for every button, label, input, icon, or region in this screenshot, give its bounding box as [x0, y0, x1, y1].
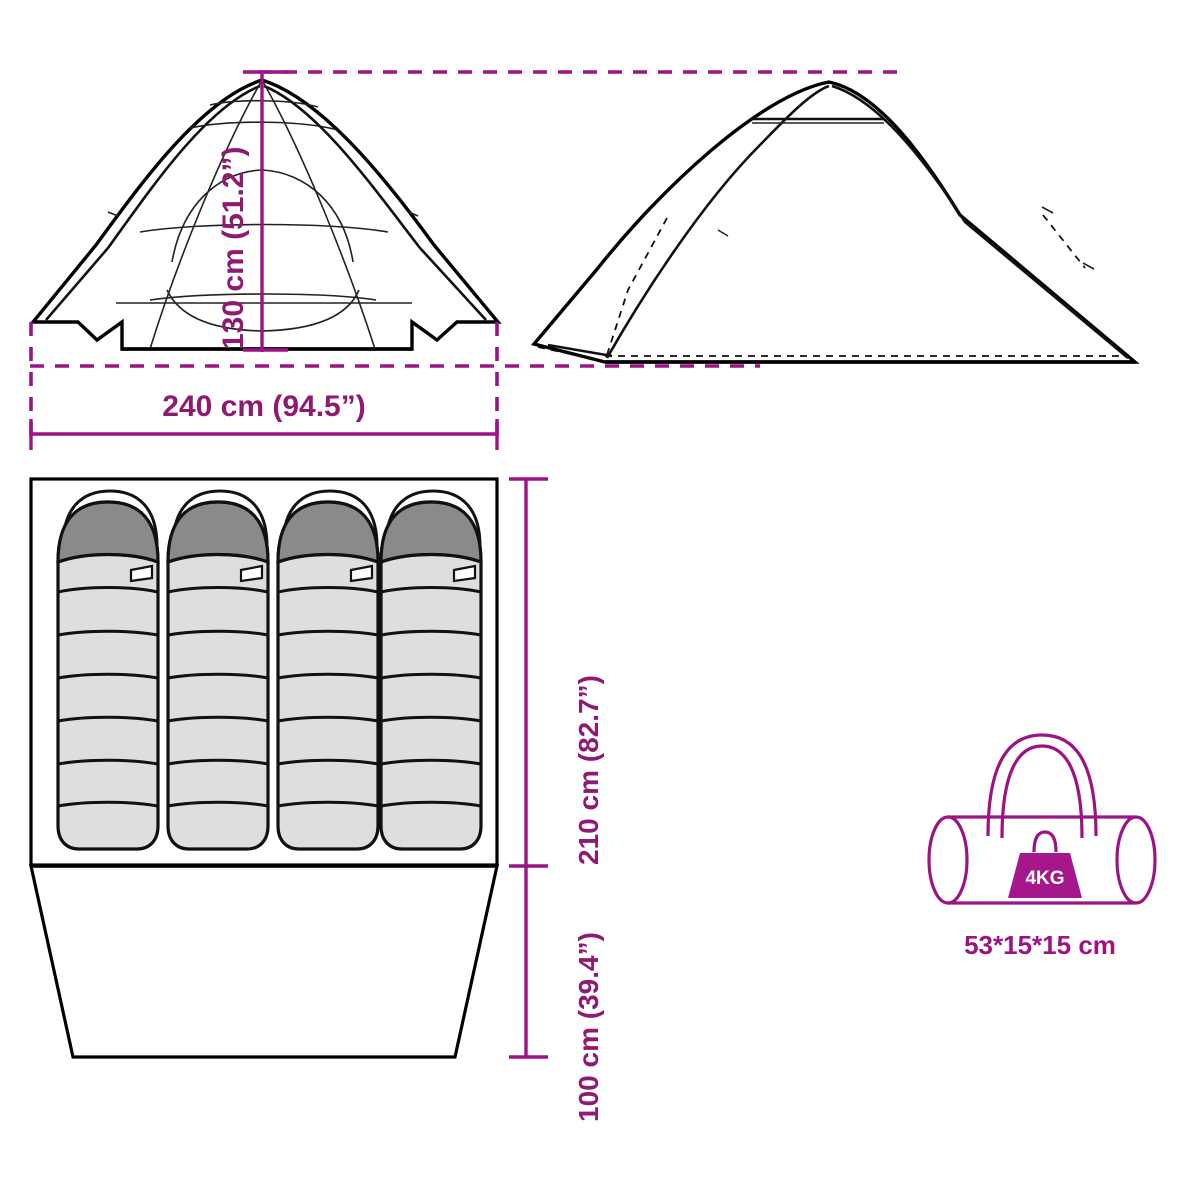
sleeping-bag	[56, 489, 160, 851]
width-dimension-240: 240 cm (94.5”)	[29, 322, 499, 450]
front-elevation-tent	[29, 78, 502, 351]
vestibule-depth-dimension-100: 100 cm (39.4”)	[509, 866, 604, 1122]
height-dimension-label: 130 cm (51.2”)	[217, 147, 250, 350]
sleeping-bag	[276, 489, 380, 851]
weight-label: 4KG	[1025, 868, 1064, 889]
height-dimension-130: 130 cm (51.2”)	[217, 74, 288, 352]
carry-bag-illustration: 4KG 53*15*15 cm	[927, 733, 1157, 960]
vestibule-depth-label: 100 cm (39.4”)	[573, 932, 604, 1122]
side-elevation-tent	[530, 80, 1140, 364]
sleeping-bag	[166, 489, 270, 851]
packed-size-label: 53*15*15 cm	[964, 930, 1116, 960]
width-dimension-label: 240 cm (94.5”)	[162, 390, 365, 423]
sleeping-bag	[379, 489, 483, 851]
sleeping-depth-dimension-210: 210 cm (82.7”)	[509, 477, 604, 868]
weight-icon: 4KG	[1008, 830, 1082, 898]
sleeping-bags-group	[56, 489, 483, 851]
sleeping-depth-label: 210 cm (82.7”)	[573, 675, 604, 865]
